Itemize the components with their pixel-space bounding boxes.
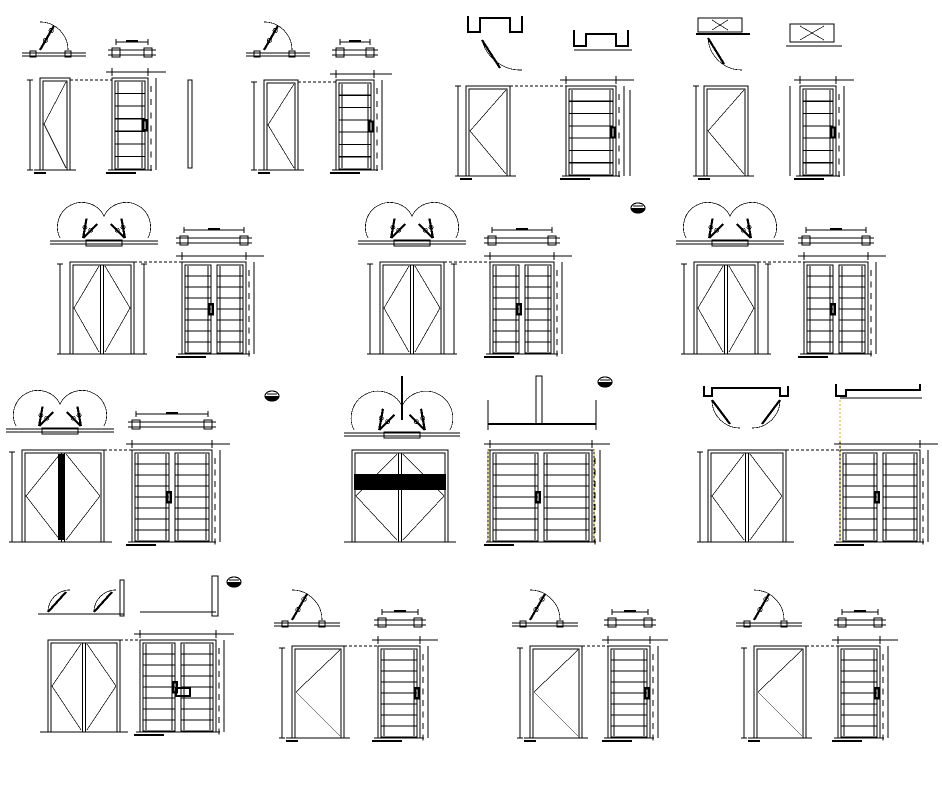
door-type-14-single <box>736 589 898 742</box>
door-type-2-single-hinged <box>246 21 392 174</box>
section-marker-icon <box>226 576 242 588</box>
door-type-8-double <box>6 390 230 546</box>
section-marker-icon <box>264 390 280 402</box>
door-type-1-single-hinged <box>22 21 193 174</box>
door-type-11-double <box>38 575 234 736</box>
door-type-6-double <box>358 202 572 358</box>
door-type-9-double-vision-panel <box>344 375 610 546</box>
door-type-12-single <box>274 589 438 742</box>
door-type-3-wide-single <box>455 16 634 180</box>
door-type-5-double <box>50 202 264 358</box>
door-type-13-single <box>512 589 668 742</box>
door-type-4-wide-single <box>693 17 854 180</box>
door-type-7-double <box>676 202 886 358</box>
door-type-10-double-plan-recess <box>697 384 938 546</box>
section-marker-icon <box>630 202 646 214</box>
section-marker-icon <box>597 376 613 388</box>
